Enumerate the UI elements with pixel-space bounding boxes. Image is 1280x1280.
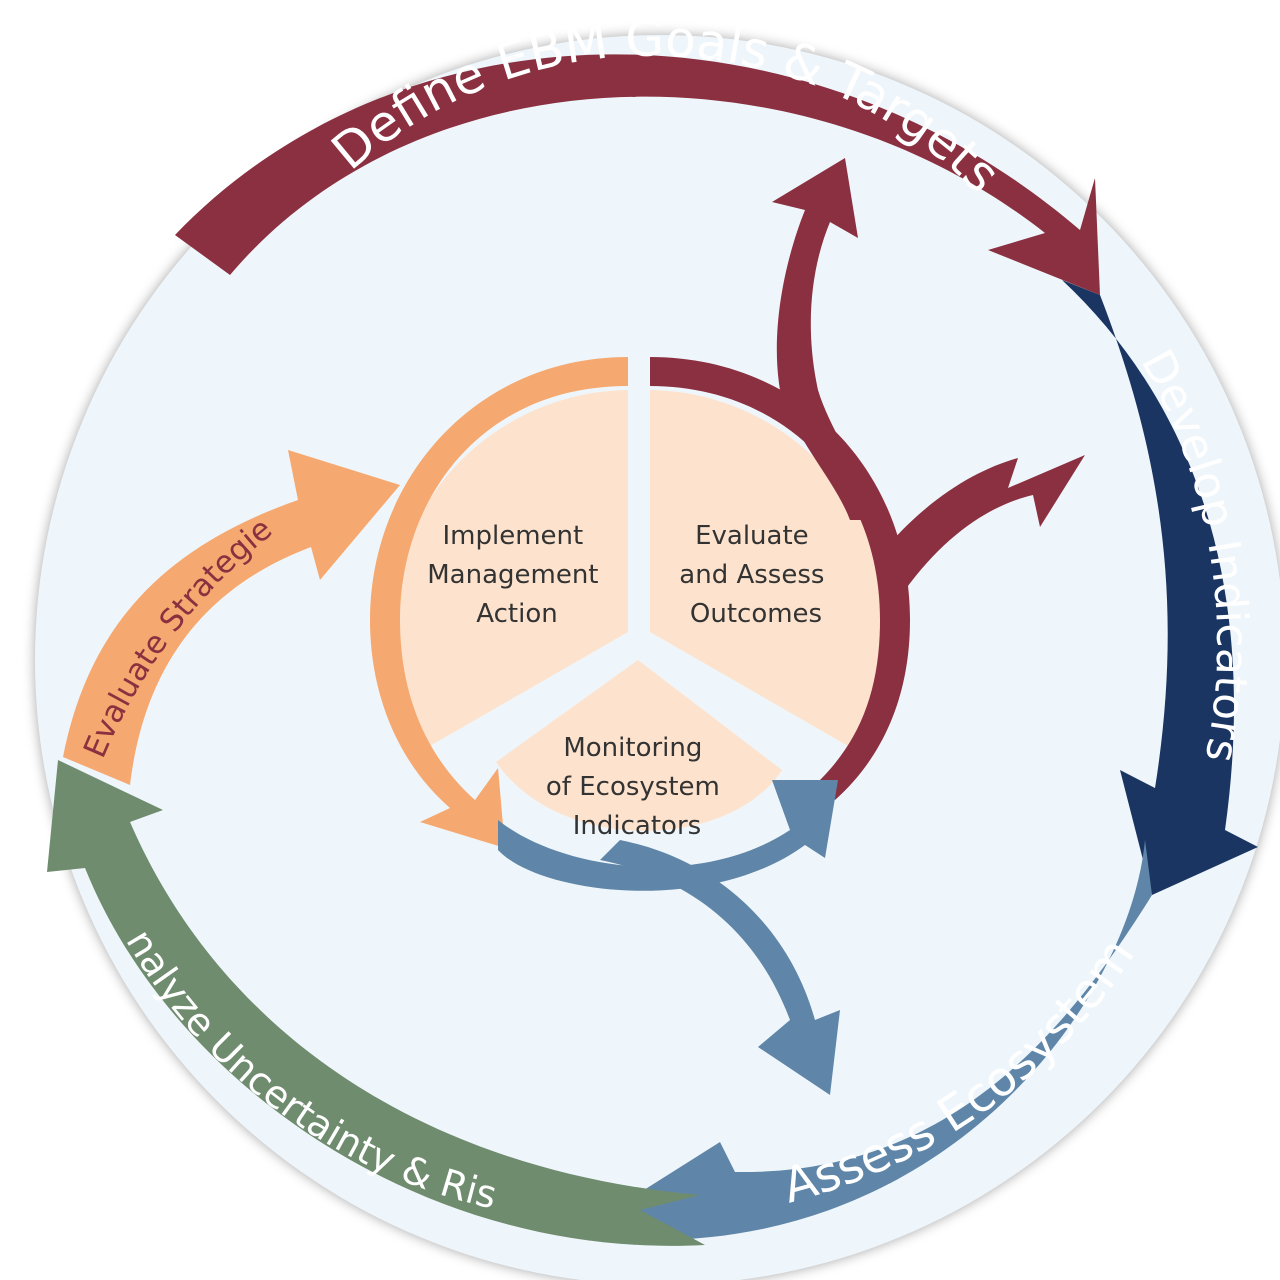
evaluate-sector [650,390,888,750]
evaluate-branch-right [880,455,1085,590]
define-goals-arc [175,54,1100,295]
implement-sector [390,390,628,750]
analyze-uncertainty-arc [47,760,705,1246]
implement-line-3: Action [476,599,557,629]
evaluate-strategies-arrow [63,450,400,785]
implement-line-2: Management [427,560,598,590]
evaluate-line-2: and Assess [679,560,824,590]
monitoring-line-3: Indicators [573,811,701,841]
monitoring-sector [496,660,782,831]
evaluate-branch-upper [772,158,880,520]
monitoring-label: Monitoring of Ecosystem Indicators [546,733,728,841]
implement-line-1: Implement [443,521,584,551]
monitoring-line-1: Monitoring [563,733,702,763]
evaluate-label: Evaluate and Assess Outcomes [679,521,832,629]
assess-ecosystem-arc [628,840,1152,1241]
evaluate-line-1: Evaluate [695,521,809,551]
monitoring-line-2: of Ecosystem [546,772,720,802]
implement-arc [370,357,628,848]
background-disc [35,35,1280,1280]
develop-indicators-arc [1062,280,1258,895]
monitoring-arc [498,780,838,891]
evaluate-line-3: Outcomes [690,599,822,629]
monitoring-branch-down [600,840,840,1095]
implement-label: Implement Management Action [427,521,607,629]
